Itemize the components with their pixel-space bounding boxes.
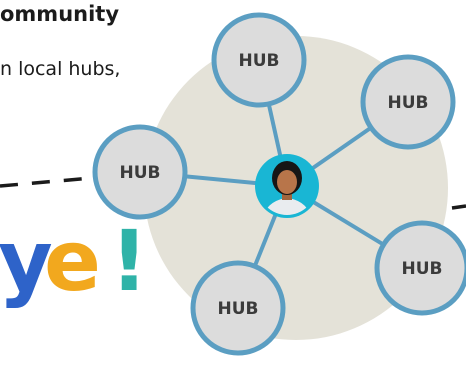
brand-logo: y e ! bbox=[0, 212, 148, 310]
hub-label: HUB bbox=[120, 163, 161, 183]
hub-label: HUB bbox=[388, 93, 429, 113]
hub-node: HUB bbox=[211, 12, 307, 108]
description-fragment: n local hubs, bbox=[0, 58, 121, 80]
dashed-connector-right bbox=[451, 204, 466, 210]
hub-node: HUB bbox=[374, 220, 466, 316]
dashed-connector-left bbox=[0, 176, 93, 188]
logo-letter-e: e bbox=[44, 212, 101, 310]
logo-letter-y: y bbox=[0, 212, 53, 310]
hub-node: HUB bbox=[190, 260, 286, 356]
hub-label: HUB bbox=[218, 299, 259, 319]
logo-exclamation: ! bbox=[110, 212, 148, 310]
hub-node: HUB bbox=[92, 124, 188, 220]
heading-fragment: ommunity bbox=[0, 2, 120, 26]
hub-label: HUB bbox=[402, 259, 443, 279]
hub-label: HUB bbox=[239, 51, 280, 71]
hub-node: HUB bbox=[360, 54, 456, 150]
person-avatar-icon bbox=[255, 154, 319, 218]
